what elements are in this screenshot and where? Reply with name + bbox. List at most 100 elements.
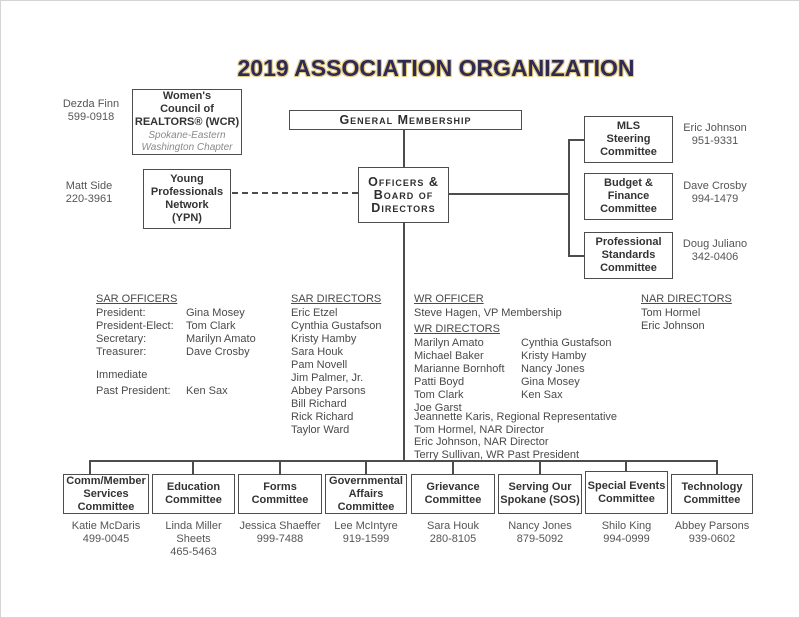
ypn-box: Young Professionals Network (YPN) — [143, 169, 231, 229]
contact-text: Linda Miller Sheets 465-5463 — [165, 520, 222, 558]
officer-role: President: — [96, 307, 146, 319]
professional-standards-contact: Doug Juliano 342-0406 — [675, 238, 755, 264]
committee-contact-education: Linda Miller Sheets 465-5463 — [147, 520, 240, 559]
budget-finance-contact-text: Dave Crosby 994-1479 — [683, 180, 747, 205]
budget-finance-contact: Dave Crosby 994-1479 — [675, 180, 755, 206]
officer-role: Past President: — [96, 385, 171, 397]
mls-steering-box: MLS Steering Committee — [584, 116, 673, 163]
ypn-contact: Matt Side 220-3961 — [49, 180, 129, 206]
wcr-subtitle: Spokane-Eastern Washington Chapter — [141, 130, 233, 153]
officer-name: Marilyn Amato — [186, 333, 256, 345]
sar-officer-row: Treasurer: Dave Crosby — [96, 346, 291, 359]
general-membership-label: General Membership — [339, 112, 472, 127]
committee-box-comm-member-services: Comm/Member Services Committee — [63, 474, 149, 514]
committee-label: Forms Committee — [251, 481, 309, 506]
officer-name: Tom Clark — [186, 320, 236, 332]
contact-text: Katie McDaris 499-0045 — [71, 520, 141, 545]
sar-directors-list: SAR DIRECTORS Eric Etzel Cynthia Gustafs… — [291, 293, 399, 437]
connector-stub-committee-6 — [539, 460, 541, 475]
wr-directors-col2: Cynthia Gustafson Kristy Hamby Nancy Jon… — [521, 337, 612, 401]
nar-directors-header: NAR DIRECTORS — [641, 293, 732, 305]
sar-officers-header: SAR OFFICERS — [96, 293, 178, 305]
ypn-contact-text: Matt Side 220-3961 — [65, 180, 113, 205]
wr-officer-header: WR OFFICER — [414, 293, 484, 305]
committee-box-forms: Forms Committee — [238, 474, 322, 514]
connector-stub-committee-3 — [279, 460, 281, 475]
committee-box-governmental-affairs: Governmental Affairs Committee — [325, 474, 407, 514]
connector-stub-committee-4 — [365, 460, 367, 475]
officer-name: Dave Crosby — [186, 346, 250, 358]
contact-text: Nancy Jones 879-5092 — [508, 520, 572, 545]
sar-officers-list: SAR OFFICERS President: Gina Mosey Presi… — [96, 293, 291, 398]
connector-stub-committee-1 — [89, 460, 91, 475]
sar-officer-row: Secretary: Marilyn Amato — [96, 333, 291, 346]
wr-officer-list: WR OFFICER Steve Hagen, VP Membership — [414, 293, 634, 320]
past-president-row: Past President: Ken Sax — [96, 385, 291, 398]
committee-label: Technology Committee — [681, 481, 743, 506]
committee-box-grievance: Grievance Committee — [411, 474, 495, 514]
connector-officers-to-spine — [449, 193, 569, 195]
officer-name: Gina Mosey — [186, 307, 245, 319]
connector-stub-professional-standards — [568, 255, 584, 257]
committee-contact-serving-our-spokane: Nancy Jones 879-5092 — [493, 520, 587, 546]
connector-right-spine — [568, 139, 570, 257]
professional-standards-box: Professional Standards Committee — [584, 232, 673, 279]
mls-steering-contact-text: Eric Johnson 951-9331 — [683, 122, 747, 147]
connector-stub-mls — [568, 139, 584, 141]
wcr-label: Women's Council of REALTORS® (WCR) — [134, 90, 240, 128]
page-title: 2019 ASSOCIATION ORGANIZATION — [237, 55, 635, 81]
connector-committee-rail — [89, 460, 718, 462]
contact-text: Abbey Parsons 939-0602 — [674, 520, 750, 545]
budget-finance-box: Budget & Finance Committee — [584, 173, 673, 220]
budget-finance-label: Budget & Finance Committee — [600, 177, 657, 215]
committee-label: Governmental Affairs Committee — [329, 474, 403, 513]
connector-stub-committee-7 — [625, 460, 627, 472]
sar-directors-names: Eric Etzel Cynthia Gustafson Kristy Hamb… — [291, 307, 382, 436]
wcr-contact: Dezda Finn 599-0918 — [51, 98, 131, 124]
connector-stub-committee-2 — [192, 460, 194, 475]
committee-label: Special Events Committee — [587, 479, 666, 505]
connector-gm-to-officers — [403, 130, 405, 167]
connector-stub-committee-5 — [452, 460, 454, 475]
wr-officer-names: Steve Hagen, VP Membership — [414, 307, 562, 319]
sar-officer-row: President: Gina Mosey — [96, 307, 291, 320]
committee-contact-comm-member-services: Katie McDaris 499-0045 — [58, 520, 154, 546]
ypn-label: Young Professionals Network (YPN) — [150, 173, 224, 224]
committee-contact-technology: Abbey Parsons 939-0602 — [666, 520, 758, 546]
mls-steering-contact: Eric Johnson 951-9331 — [675, 122, 755, 148]
committee-contact-forms: Jessica Shaeffer 999-7488 — [233, 520, 327, 546]
professional-standards-contact-text: Doug Juliano 342-0406 — [682, 238, 748, 263]
committee-label: Serving Our Spokane (SOS) — [500, 481, 580, 506]
committee-contact-special-events: Shilo King 994-0999 — [580, 520, 673, 546]
officers-board-label: Officers & Board of Directors — [368, 174, 439, 215]
sar-directors-header: SAR DIRECTORS — [291, 293, 382, 305]
contact-text: Shilo King 994-0999 — [601, 520, 652, 545]
committee-contact-grievance: Sara Houk 280-8105 — [406, 520, 500, 546]
connector-stub-committee-8 — [716, 460, 718, 475]
officer-role: Secretary: — [96, 333, 147, 345]
committee-label: Education Committee — [165, 481, 222, 506]
professional-standards-label: Professional Standards Committee — [595, 236, 662, 274]
mls-steering-label: MLS Steering Committee — [600, 120, 657, 158]
officers-board-box: Officers & Board of Directors — [358, 167, 449, 223]
officer-name: Ken Sax — [186, 385, 228, 397]
committee-label: Grievance Committee — [424, 481, 482, 506]
wr-directors-list: WR DIRECTORS Marilyn Amato Michael Baker… — [414, 323, 639, 415]
contact-text: Lee McIntyre 919-1599 — [334, 520, 398, 545]
officer-role: President-Elect: — [96, 320, 174, 332]
wcr-contact-text: Dezda Finn 599-0918 — [62, 98, 120, 123]
immediate-label: Immediate — [96, 369, 148, 381]
sar-officer-row: President-Elect: Tom Clark — [96, 320, 291, 333]
wr-directors-columns: Marilyn Amato Michael Baker Marianne Bor… — [414, 337, 639, 415]
committee-label: Comm/Member Services Committee — [66, 474, 146, 513]
committee-box-serving-our-spokane: Serving Our Spokane (SOS) — [498, 474, 582, 514]
committee-box-education: Education Committee — [152, 474, 235, 514]
wr-directors-col1: Marilyn Amato Michael Baker Marianne Bor… — [414, 337, 505, 414]
connector-ypn-dashed — [232, 192, 358, 194]
representatives-list: Jeannette Karis, Regional Representative… — [414, 411, 618, 461]
nar-directors-list: NAR DIRECTORS Tom Hormel Eric Johnson — [641, 293, 751, 333]
committee-contact-governmental-affairs: Lee McIntyre 919-1599 — [320, 520, 412, 546]
committee-box-special-events: Special Events Committee — [585, 471, 668, 514]
wcr-box: Women's Council of REALTORS® (WCR) Spoka… — [132, 89, 242, 155]
committee-box-technology: Technology Committee — [671, 474, 753, 514]
